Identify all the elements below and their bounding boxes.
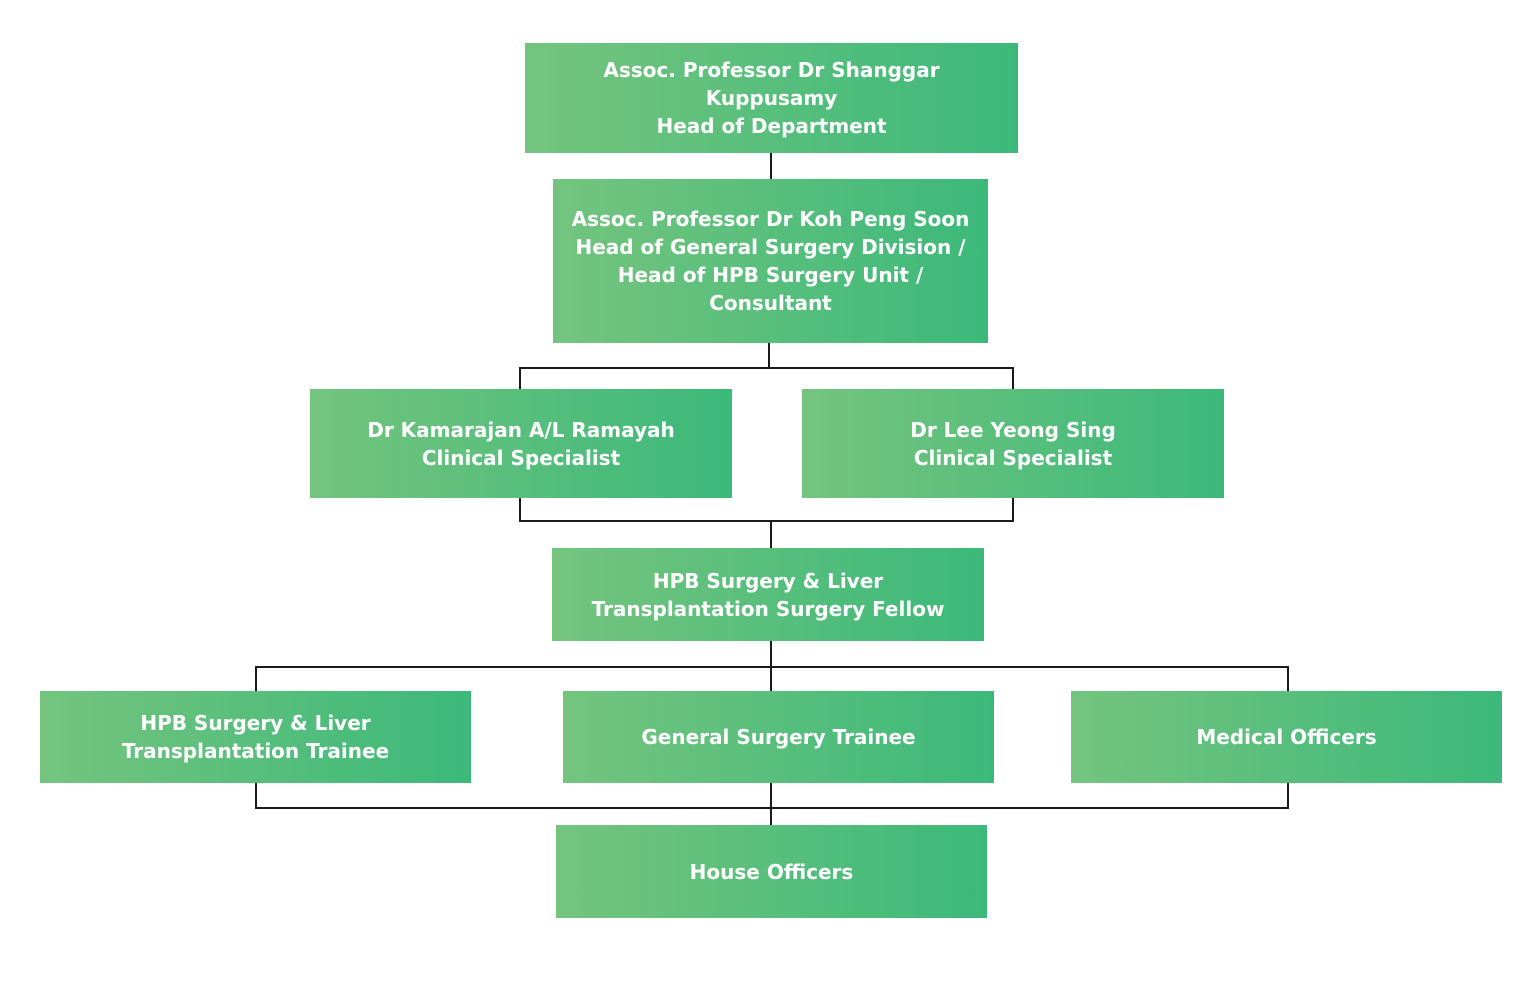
house-officers-label: House Officers — [689, 859, 854, 884]
specialist-lee-name: Dr Lee Yeong Sing — [910, 417, 1116, 442]
medical-officers-label: Medical Officers — [1196, 725, 1377, 749]
medical-officers-box: Medical Officers — [1071, 691, 1502, 783]
fellow-line: HPB Surgery & Liver — [652, 568, 884, 593]
hpb-trainee-box: HPB Surgery & Liver Transplantation Trai… — [40, 691, 471, 783]
head-general-surgery-line: Consultant — [709, 291, 832, 315]
head-general-surgery-line: Head of General Surgery Division / — [575, 235, 966, 259]
specialist-lee-box: Dr Lee Yeong Sing Clinical Specialist — [802, 389, 1224, 498]
specialist-kamarajan-box: Dr Kamarajan A/L Ramayah Clinical Specia… — [310, 389, 732, 498]
house-officers-box: House Officers — [556, 825, 987, 918]
head-general-surgery-line: Assoc. Professor Dr Koh Peng Soon — [571, 207, 970, 231]
fellow-box: HPB Surgery & Liver Transplantation Surg… — [552, 548, 984, 641]
head-of-department-box: Assoc. Professor Dr Shanggar Kuppusamy H… — [525, 43, 1018, 153]
head-general-surgery-line: Head of HPB Surgery Unit / — [617, 263, 924, 287]
head-of-department-name: Assoc. Professor Dr Shanggar Kuppusamy — [603, 58, 940, 110]
hpb-trainee-line: Transplantation Trainee — [121, 739, 390, 763]
specialist-kamarajan-name: Dr Kamarajan A/L Ramayah — [367, 417, 675, 442]
general-surgery-trainee-label: General Surgery Trainee — [641, 725, 916, 749]
hpb-trainee-line: HPB Surgery & Liver — [140, 711, 371, 735]
specialist-kamarajan-role: Clinical Specialist — [421, 445, 621, 470]
head-general-surgery-box: Assoc. Professor Dr Koh Peng Soon Head o… — [553, 179, 988, 343]
general-surgery-trainee-box: General Surgery Trainee — [563, 691, 994, 783]
head-of-department-role: Head of Department — [656, 114, 887, 138]
fellow-line: Transplantation Surgery Fellow — [591, 596, 945, 621]
specialist-lee-role: Clinical Specialist — [913, 445, 1113, 470]
